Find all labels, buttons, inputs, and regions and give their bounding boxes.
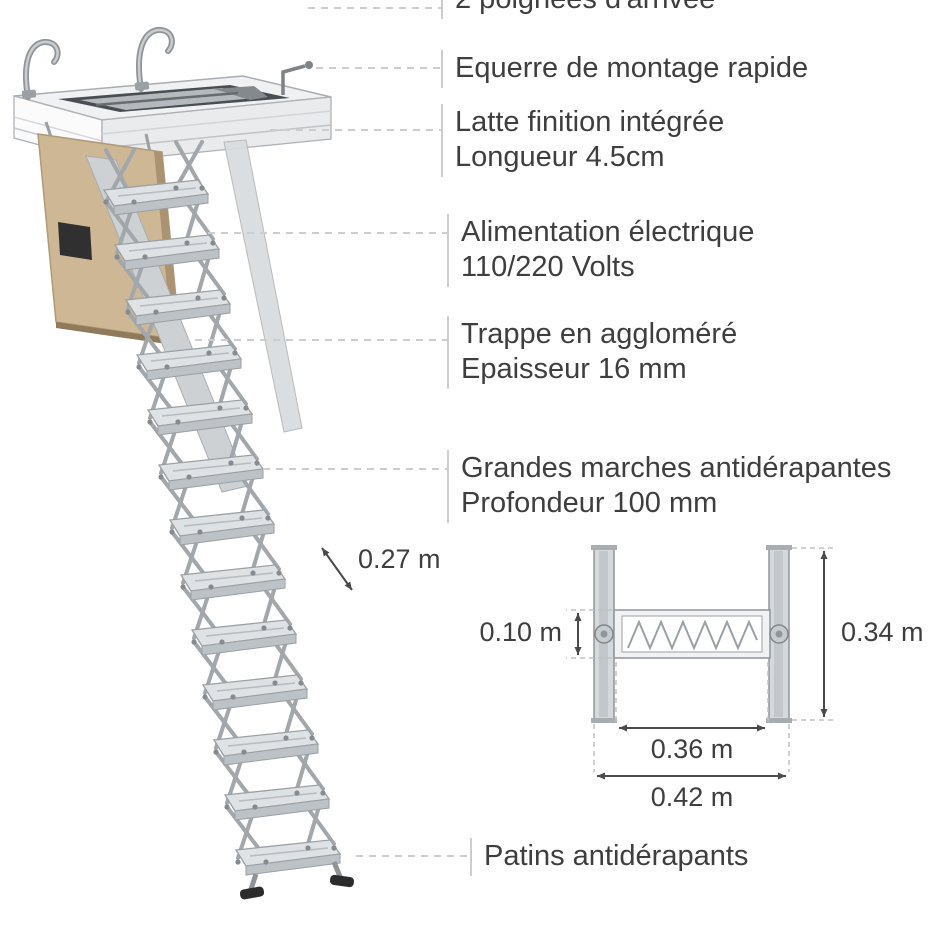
callout-hatch-line1: Trappe en aggloméré — [461, 318, 738, 350]
callout-feet: Patins antidérapants — [470, 838, 748, 876]
callout-hatch: Trappe en aggloméré Epaisseur 16 mm — [447, 316, 737, 389]
anti-slip-feet-graphic — [239, 861, 355, 900]
callout-handles: 2 poignées d'arrivée — [441, 0, 715, 19]
arrival-handles-graphic — [21, 27, 175, 100]
step-cross-section-graphic — [566, 545, 836, 780]
callout-bracket: Equerre de montage rapide — [441, 50, 808, 88]
callout-hatch-line2: Epaisseur 16 mm — [461, 352, 687, 385]
dimension-step-height: 0.10 m — [479, 617, 562, 647]
dimension-step-pitch: 0.27 m — [358, 544, 441, 574]
dimension-overall-height: 0.34 m — [841, 617, 924, 647]
scissor-ladder-graphic — [102, 179, 342, 876]
leader-lines — [182, 7, 470, 857]
electric-motor-graphic — [58, 222, 92, 260]
hatch-frame-graphic — [13, 75, 332, 163]
callout-finish-lath-line1: Latte finition intégrée — [455, 106, 725, 138]
mounting-bracket-graphic — [281, 61, 313, 95]
callout-power-line2: 110/220 Volts — [461, 250, 635, 283]
callout-steps: Grandes marches antidérapantes Profondeu… — [447, 450, 891, 523]
dimension-outer-width: 0.42 m — [650, 782, 734, 812]
callout-bracket-text: Equerre de montage rapide — [455, 52, 809, 84]
callout-finish-lath: Latte finition intégrée Longueur 4.5cm — [441, 104, 724, 177]
step-pitch-arrow — [321, 547, 353, 591]
callout-steps-line2: Profondeur 100 mm — [461, 486, 718, 519]
callout-finish-lath-line2: Longueur 4.5cm — [455, 140, 665, 173]
callout-feet-text: Patins antidérapants — [484, 840, 749, 872]
dimension-inner-width: 0.36 m — [650, 734, 734, 764]
callout-handles-text: 2 poignées d'arrivée — [455, 0, 715, 17]
callout-power: Alimentation électrique 110/220 Volts — [447, 214, 754, 287]
callout-steps-line1: Grandes marches antidérapantes — [461, 452, 892, 484]
callout-power-line1: Alimentation électrique — [461, 216, 755, 248]
